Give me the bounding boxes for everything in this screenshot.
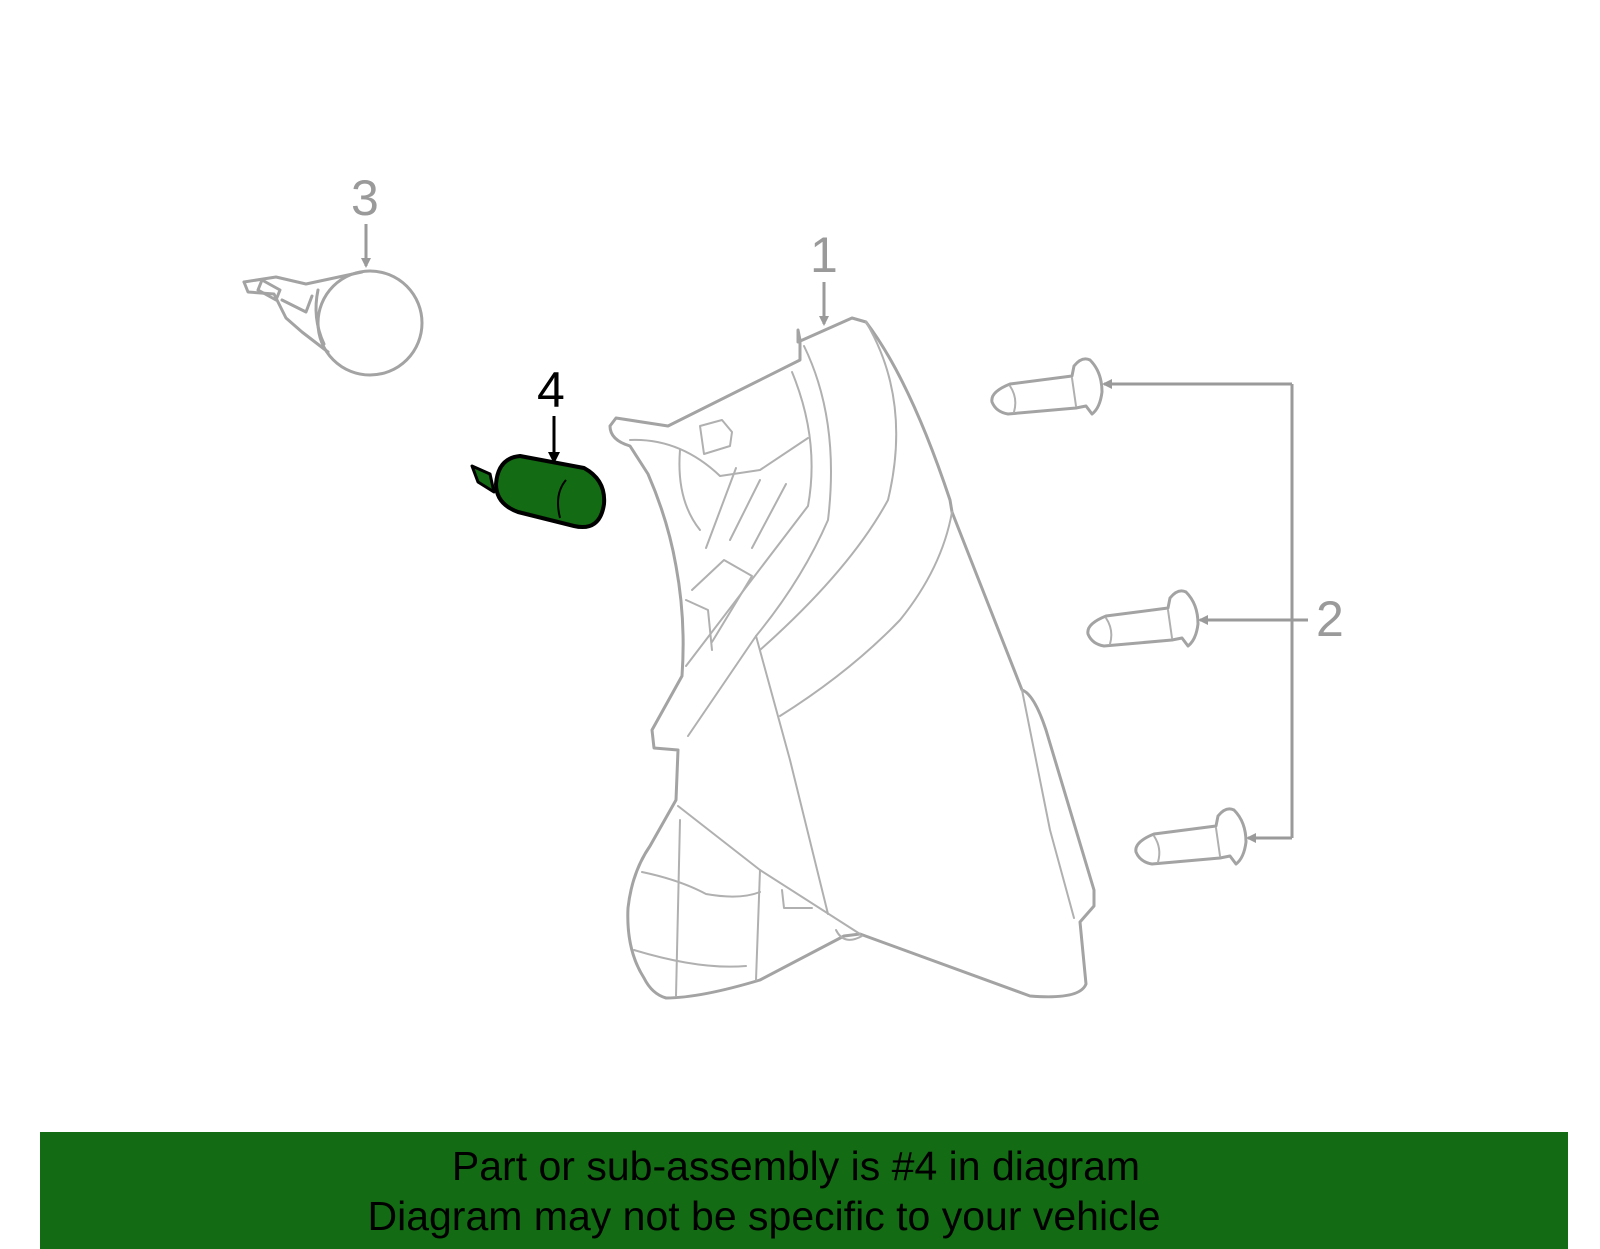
part-4-bulb (470, 454, 607, 529)
banner-part-note: Part or sub-assembly is #4 in diagram (451, 1143, 1141, 1189)
part-2-screw-middle (1086, 589, 1200, 648)
part-2-screw-bottom (1134, 807, 1248, 866)
callout-part-2: 2 (1316, 591, 1344, 647)
info-banner: Part or sub-assembly is #4 in diagram Di… (40, 1132, 1568, 1249)
banner-disclaimer: Diagram may not be specific to your vehi… (367, 1193, 1161, 1239)
callout-part-1: 1 (810, 227, 838, 283)
part-2-screw-top (990, 357, 1104, 416)
part-1-lamp-housing (608, 316, 1096, 1000)
callout-part-4: 4 (537, 362, 565, 418)
callout-part-3: 3 (351, 170, 379, 226)
part-3-bulb (242, 269, 424, 377)
